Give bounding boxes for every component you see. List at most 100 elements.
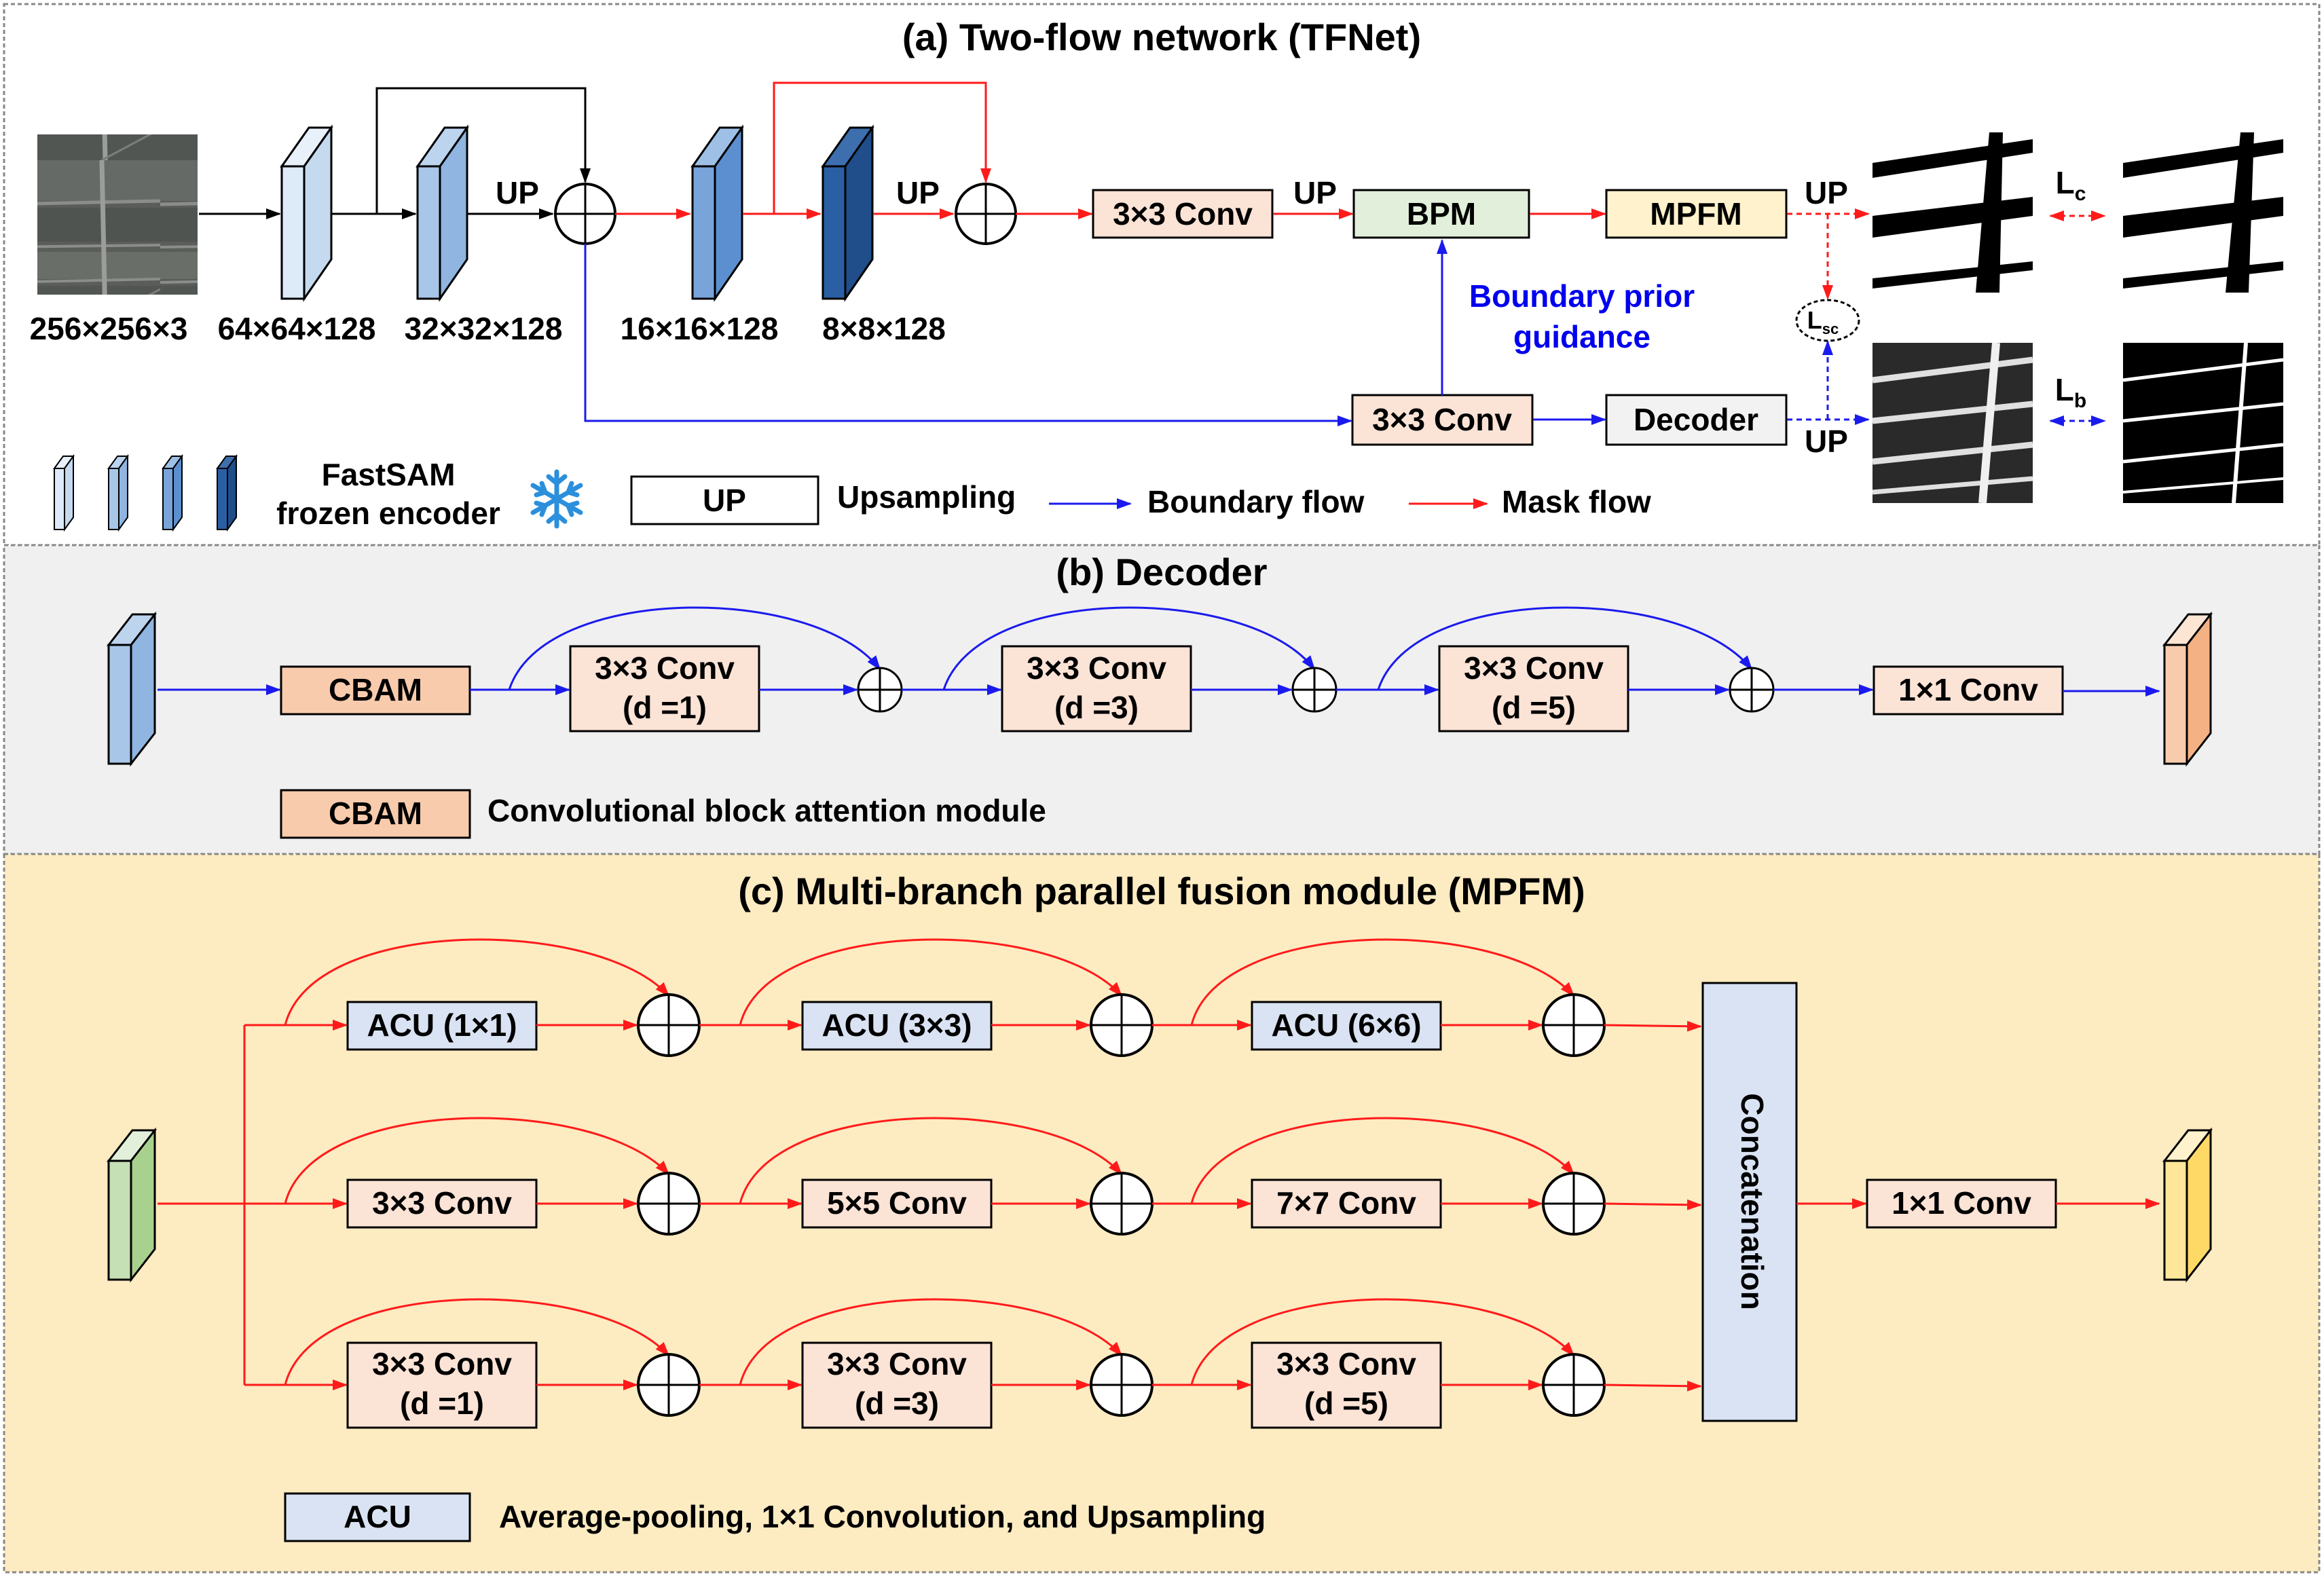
sum-node-c-r3-3: [1542, 1353, 1606, 1417]
acu-1x1-label: ACU (1×1): [367, 1007, 517, 1043]
edge-c-r1-skip3: [1190, 938, 1575, 1026]
feature-label-64: 64×64×128: [218, 311, 376, 346]
edge-c-r3-to-concat: [1604, 1380, 1702, 1392]
mpfm-box-label: MPFM: [1650, 196, 1741, 231]
decoder-final-conv-label: 1×1 Conv: [1898, 672, 2038, 707]
acu-1x1-box: [346, 1001, 538, 1051]
mpfm-final-conv-box: [1866, 1179, 2057, 1229]
mask-prediction-image: [1873, 132, 2033, 293]
dconv5-row3-box: [1251, 1341, 1442, 1429]
decoder-conv3-box: [1438, 645, 1629, 732]
edge-b-skip-2: [942, 606, 1316, 690]
edge-skip-block64-to-sum1: [375, 87, 591, 214]
sum-node-c-r3-2: [1090, 1353, 1154, 1417]
sum-node-a2: [955, 183, 1017, 245]
legend-encoder-line1: FastSAM: [322, 457, 456, 492]
dconv1-row3-line1: 3×3 Conv: [372, 1346, 512, 1381]
mpfm-final-conv-label: 1×1 Conv: [1892, 1185, 2031, 1221]
decoder-box-label: Decoder: [1634, 402, 1758, 437]
edge-c-r3-skip2: [739, 1298, 1123, 1386]
legend-acu-box-label: ACU: [344, 1499, 411, 1534]
conv7x7-row2-box: [1251, 1179, 1442, 1229]
decoder-input-block: [106, 611, 158, 767]
decoder-box: [1605, 394, 1788, 446]
conv-box-mask: [1092, 189, 1274, 239]
decoder-conv2-box: [1001, 645, 1192, 732]
input-satellite-image: [37, 134, 198, 295]
concatenation-box: [1701, 982, 1798, 1422]
legend-up-box-label: UP: [703, 483, 746, 518]
dconv3-row3-line2: (d =3): [855, 1386, 939, 1421]
conv-box-boundary-label: 3×3 Conv: [1372, 402, 1512, 437]
sum-node-c-r3-1: [637, 1353, 701, 1417]
boundary-prediction-image: [1872, 342, 2033, 504]
feature-block-64: [280, 124, 333, 302]
panel-a-title: (a) Two-flow network (TFNet): [902, 16, 1421, 58]
dconv3-row3-box: [801, 1341, 993, 1429]
cbam-box-label: CBAM: [329, 672, 422, 707]
mpfm-input-block: [106, 1127, 158, 1283]
snowflake-icon: [530, 469, 583, 529]
legend-encoder-line2: frozen encoder: [276, 496, 500, 531]
dconv1-row3-box: [346, 1341, 538, 1429]
edge-c-r2-skip3: [1190, 1117, 1575, 1204]
mask-ground-truth-image: [2123, 132, 2283, 293]
legend-encoder-blocks: [53, 453, 238, 532]
edge-c-r3-skip3: [1190, 1298, 1575, 1386]
input-size-label: 256×256×3: [30, 311, 188, 346]
edge-c-r1-skip1: [284, 938, 670, 1026]
bpm-box: [1352, 189, 1530, 239]
edge-c-r2-to-concat: [1604, 1199, 1702, 1210]
acu-6x6-label: ACU (6×6): [1271, 1007, 1421, 1043]
sum-node-c-r1-3: [1542, 993, 1606, 1057]
feature-label-32: 32×32×128: [405, 311, 563, 346]
loss-sc-label: Lsc: [1807, 306, 1839, 337]
decoder-conv1-line2: (d =1): [623, 690, 707, 725]
edge-c-r2-skip2: [739, 1117, 1123, 1204]
acu-6x6-box: [1251, 1001, 1442, 1051]
conv3x3-row2-label: 3×3 Conv: [372, 1185, 512, 1221]
legend-mask-flow: Mask flow: [1502, 484, 1651, 519]
acu-3x3-label: ACU (3×3): [822, 1007, 972, 1043]
bpm-box-label: BPM: [1407, 196, 1476, 231]
dconv1-row3-line2: (d =1): [400, 1386, 484, 1421]
decoder-final-conv-box: [1873, 665, 2064, 716]
mpfm-output-block: [2162, 1127, 2213, 1283]
concatenation-label: Concatenation: [1735, 1093, 1770, 1310]
boundary-prior-line1: Boundary prior: [1469, 278, 1695, 314]
feature-label-8: 8×8×128: [822, 311, 946, 346]
legend-cbam-desc: Convolutional block attention module: [487, 793, 1046, 828]
conv-box-mask-label: 3×3 Conv: [1113, 196, 1253, 231]
legend-acu-box: [284, 1492, 471, 1542]
sum-node-c-r2-2: [1090, 1172, 1154, 1236]
up-label-1: UP: [496, 175, 539, 210]
loss-sc-node: [1795, 299, 1860, 342]
legend-up-desc: Upsampling: [837, 479, 1016, 515]
legend-boundary-flow: Boundary flow: [1147, 484, 1365, 519]
legend-acu-desc: Average-pooling, 1×1 Convolution, and Up…: [499, 1499, 1266, 1534]
legend-up-box: [630, 475, 819, 525]
decoder-conv2-line2: (d =3): [1054, 690, 1139, 725]
up-label-3: UP: [1293, 175, 1337, 210]
edge-skip-block16-to-sum2: [773, 81, 991, 214]
up-label-4: UP: [1805, 175, 1848, 210]
loss-c-label: Lc: [2056, 165, 2086, 205]
dconv5-row3-line2: (d =5): [1304, 1386, 1388, 1421]
decoder-conv3-line1: 3×3 Conv: [1464, 650, 1604, 686]
panel-c-title: (c) Multi-branch parallel fusion module …: [738, 870, 1585, 912]
mpfm-box: [1605, 189, 1788, 239]
feature-block-16: [690, 124, 744, 302]
acu-3x3-box: [801, 1001, 993, 1051]
feature-block-32: [416, 124, 469, 302]
sum-node-b3: [1729, 667, 1775, 713]
boundary-ground-truth-image: [2122, 342, 2284, 504]
sum-node-c-r1-2: [1090, 993, 1154, 1057]
decoder-conv1-line1: 3×3 Conv: [595, 650, 735, 686]
edge-c-r3-skip1: [284, 1298, 670, 1386]
panel-b-title: (b) Decoder: [1056, 551, 1267, 593]
sum-node-c-r1-1: [637, 993, 701, 1057]
conv3x3-row2-box: [346, 1179, 538, 1229]
legend-cbam-box: [280, 789, 471, 839]
up-label-2: UP: [896, 175, 940, 210]
decoder-output-block: [2162, 611, 2213, 767]
